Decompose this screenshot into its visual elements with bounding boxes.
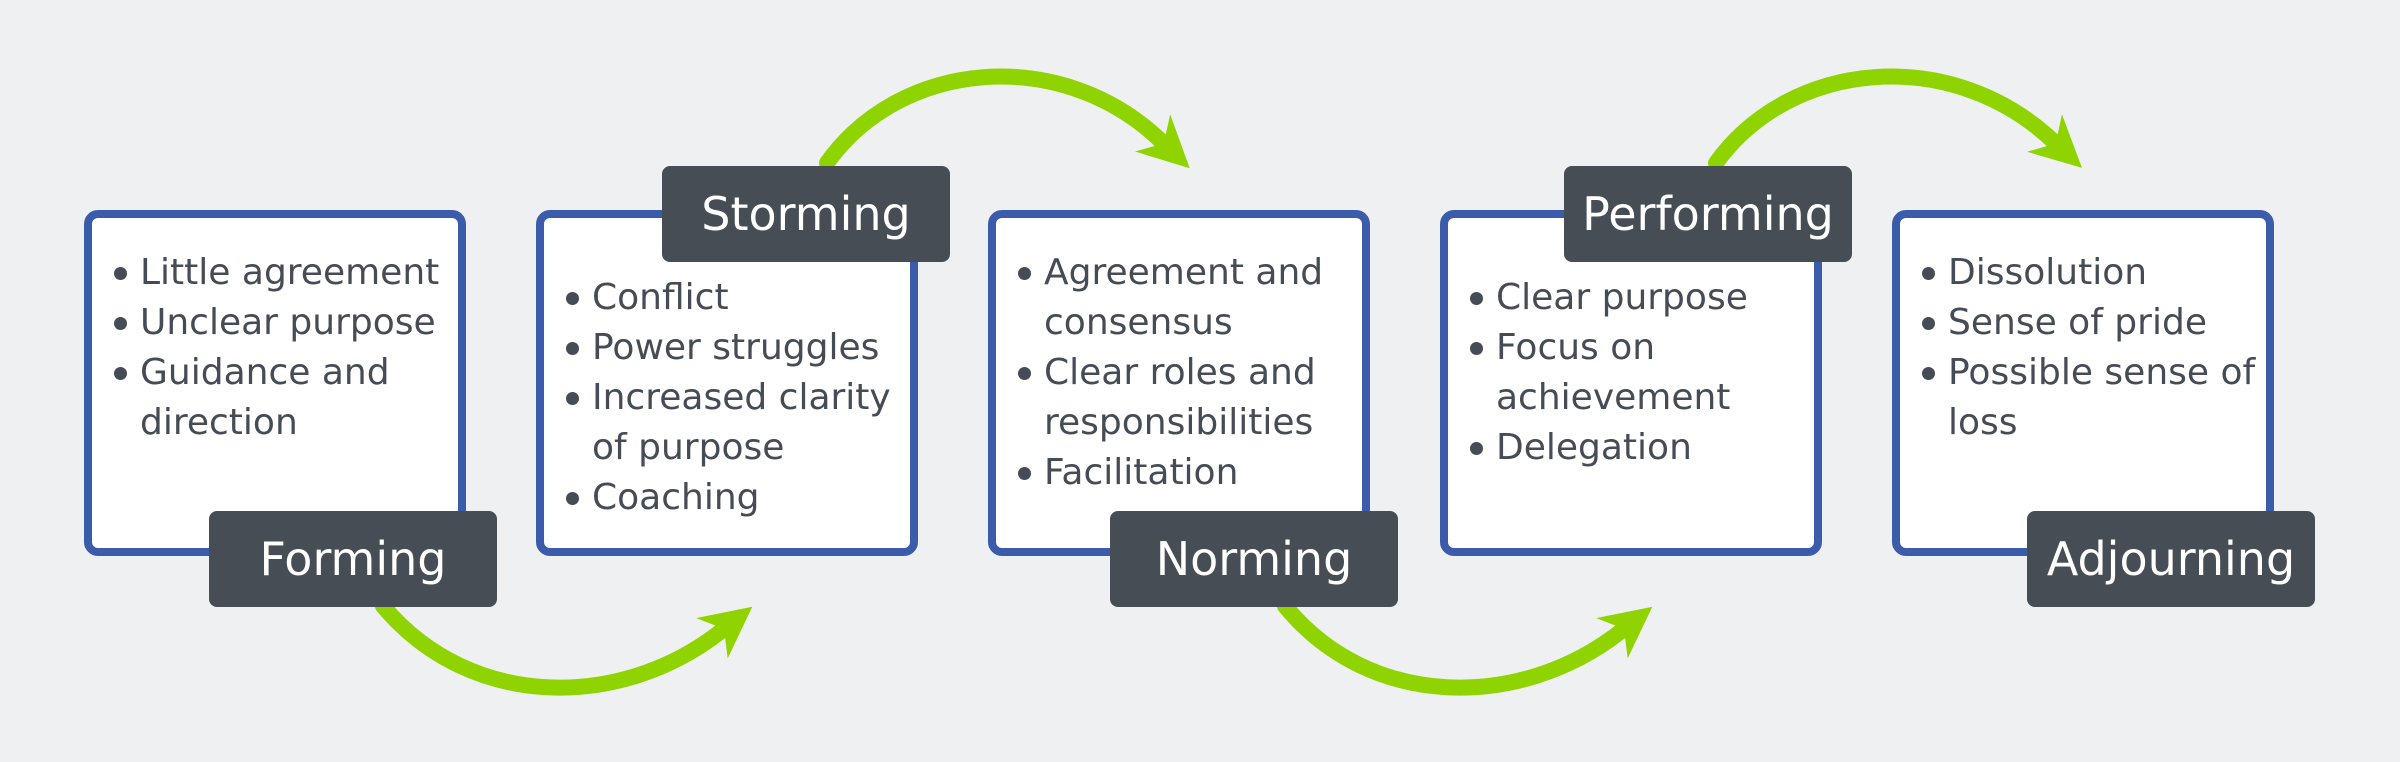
bullet-item: Clear purpose <box>1468 273 1808 323</box>
stage-label-storming: Storming <box>662 166 950 262</box>
bullet-item: Coaching <box>564 473 904 523</box>
bullet-item: Increased clarity of purpose <box>564 373 904 473</box>
bullet-list-storming: Conflict Power struggles Increased clari… <box>564 273 904 523</box>
bullet-item: Power struggles <box>564 323 904 373</box>
bullet-item: Agreement and consensus <box>1016 248 1356 348</box>
bullet-item: Clear roles and responsibilities <box>1016 348 1356 448</box>
arrow-storming-to-norming <box>819 68 1190 171</box>
arrow-forming-to-storming <box>375 598 753 696</box>
stage-label-adjourning: Adjourning <box>2027 511 2315 607</box>
stage-box-adjourning: Dissolution Sense of pride Possible sens… <box>1892 210 2274 556</box>
arrow-norming-to-performing <box>1277 598 1653 696</box>
stage-box-storming: Conflict Power struggles Increased clari… <box>536 210 918 556</box>
stage-label-performing: Performing <box>1564 166 1852 262</box>
bullet-item: Little agreement <box>112 248 452 298</box>
stage-label-norming: Norming <box>1110 511 1398 607</box>
bullet-item: Guidance and direction <box>112 348 452 448</box>
bullet-item: Facilitation <box>1016 448 1356 498</box>
stage-box-forming: Little agreement Unclear purpose Guidanc… <box>84 210 466 556</box>
bullet-item: Dissolution <box>1920 248 2260 298</box>
bullet-list-adjourning: Dissolution Sense of pride Possible sens… <box>1920 248 2260 448</box>
bullet-list-norming: Agreement and consensus Clear roles and … <box>1016 248 1356 498</box>
bullet-item: Possible sense of loss <box>1920 348 2260 448</box>
bullet-item: Unclear purpose <box>112 298 452 348</box>
bullet-item: Delegation <box>1468 423 1808 473</box>
bullet-list-performing: Clear purpose Focus on achievement Deleg… <box>1468 273 1808 473</box>
bullet-list-forming: Little agreement Unclear purpose Guidanc… <box>112 248 452 448</box>
bullet-item: Sense of pride <box>1920 298 2260 348</box>
stage-label-forming: Forming <box>209 511 497 607</box>
stage-box-norming: Agreement and consensus Clear roles and … <box>988 210 1370 556</box>
arrow-performing-to-adjourning <box>1708 68 2082 171</box>
stage-box-performing: Clear purpose Focus on achievement Deleg… <box>1440 210 1822 556</box>
bullet-item: Conflict <box>564 273 904 323</box>
bullet-item: Focus on achievement <box>1468 323 1808 423</box>
